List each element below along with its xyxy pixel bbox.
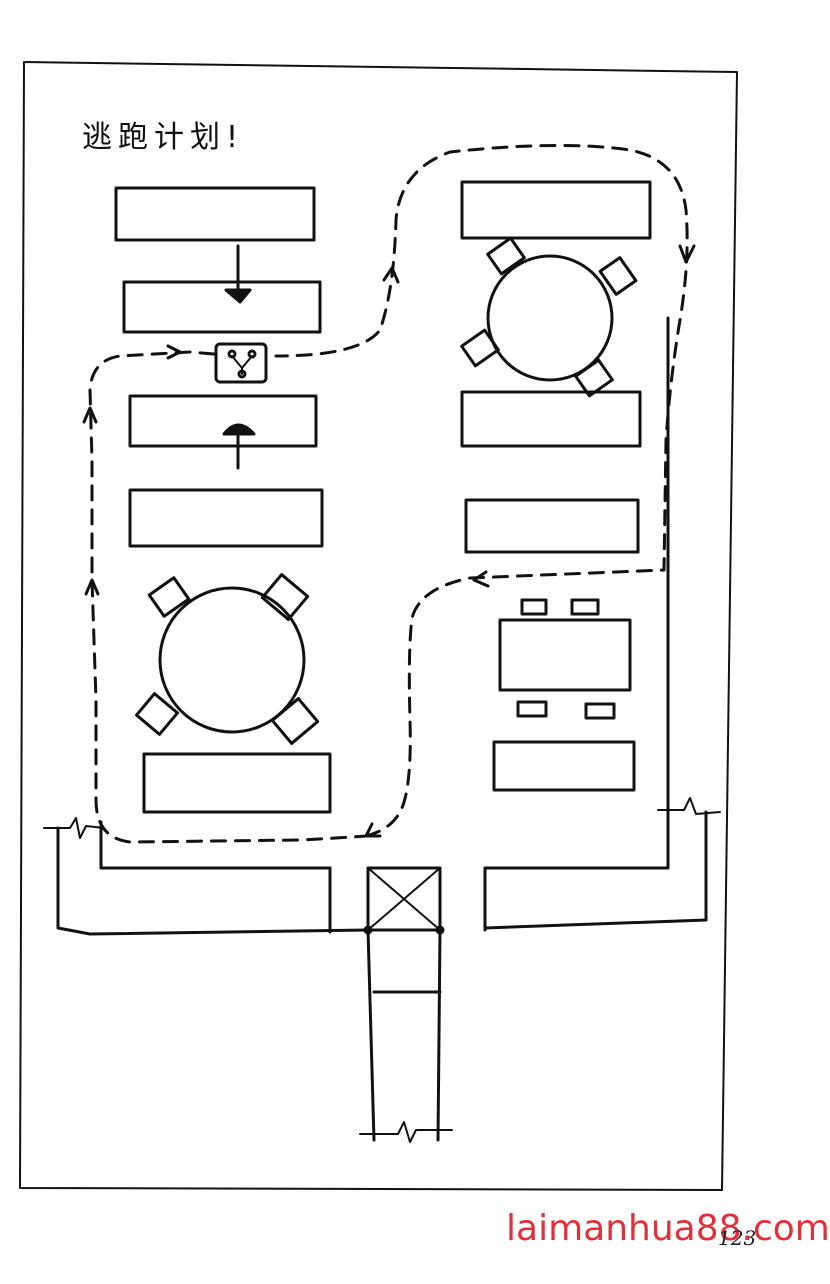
wall-right bbox=[483, 316, 670, 870]
wall-right-outer bbox=[483, 810, 708, 930]
left-table-5 bbox=[142, 752, 332, 814]
floor-plan-sketch bbox=[19, 61, 738, 1191]
page-number: 123 bbox=[718, 1226, 757, 1250]
right-table-1 bbox=[460, 180, 652, 240]
right-table-3 bbox=[464, 498, 640, 554]
round-table-lower bbox=[158, 586, 306, 734]
left-table-1 bbox=[114, 186, 316, 242]
escape-route bbox=[88, 143, 689, 844]
corridor-left-wall bbox=[366, 928, 376, 1142]
door-box bbox=[366, 866, 442, 932]
round-table-upper bbox=[486, 254, 614, 382]
wall-left-outer bbox=[56, 826, 370, 936]
page-title: 逃跑计划! bbox=[82, 120, 245, 155]
left-table-3 bbox=[128, 394, 318, 448]
wall-left-break bbox=[43, 817, 105, 839]
door-cross bbox=[367, 867, 441, 931]
wall-right-break bbox=[657, 797, 721, 815]
watermark-text: laimanhua88.com bbox=[506, 1208, 830, 1249]
corridor-right-wall bbox=[436, 928, 442, 1142]
paper-border bbox=[19, 61, 738, 1191]
right-table-5 bbox=[492, 740, 636, 792]
fork-icon bbox=[214, 342, 268, 384]
right-table-4 bbox=[498, 618, 632, 692]
wall-left bbox=[99, 820, 332, 870]
left-table-4 bbox=[128, 488, 324, 548]
escape-route-arrow-icon bbox=[364, 822, 382, 838]
corridor-break bbox=[359, 1121, 453, 1143]
right-table-2 bbox=[460, 390, 642, 448]
left-table-2 bbox=[122, 280, 322, 334]
